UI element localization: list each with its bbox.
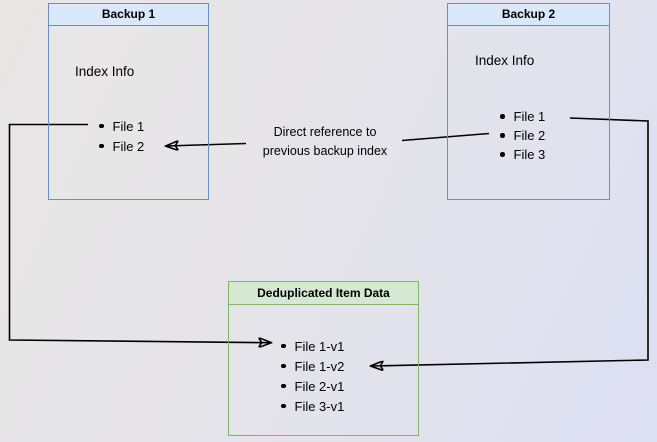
backup2-file-list: File 1 File 2 File 3 — [500, 107, 545, 164]
list-item: File 1 — [500, 107, 545, 126]
bullet-icon — [281, 383, 286, 389]
list-item: File 2 — [500, 126, 545, 145]
bullet-icon — [281, 363, 286, 369]
list-item: File 3-v1 — [281, 396, 344, 416]
list-item: File 1-v1 — [281, 336, 344, 356]
backup1-title: Backup 1 — [49, 4, 208, 26]
backup2-title: Backup 2 — [448, 4, 609, 26]
list-item: File 2 — [99, 136, 144, 156]
file-label: File 2 — [112, 138, 145, 154]
bullet-icon — [99, 143, 104, 149]
bullet-icon — [500, 114, 505, 119]
file-label: File 3-v1 — [294, 398, 345, 414]
dedup-file-list: File 1-v1 File 1-v2 File 2-v1 File 3-v1 — [281, 336, 344, 416]
bullet-icon — [500, 133, 505, 138]
list-item: File 3 — [500, 145, 545, 164]
deduplicated-item-data-node: Deduplicated Item Data File 1-v1 File 1-… — [228, 281, 419, 436]
backup2-node: Backup 2 Index Info File 1 File 2 File 3 — [447, 3, 610, 200]
list-item: File 1-v2 — [281, 356, 344, 376]
backup1-node: Backup 1 Index Info File 1 File 2 — [48, 3, 209, 200]
file-label: File 3 — [513, 147, 546, 162]
list-item: File 2-v1 — [281, 376, 344, 396]
file-label: File 2-v1 — [294, 378, 345, 394]
bullet-icon — [281, 343, 286, 349]
file-label: File 1 — [513, 109, 546, 124]
direct-reference-annotation: Direct reference to previous backup inde… — [235, 123, 415, 161]
bullet-icon — [500, 152, 505, 157]
bullet-icon — [99, 123, 104, 129]
file-label: File 2 — [513, 128, 546, 143]
backup1-index-info-label: Index Info — [75, 64, 135, 79]
backup2-index-info-label: Index Info — [475, 53, 535, 68]
annotation-line-1: Direct reference to — [273, 125, 377, 139]
backup1-file-list: File 1 File 2 — [99, 116, 144, 156]
dedup-title: Deduplicated Item Data — [229, 282, 418, 305]
bullet-icon — [281, 403, 286, 409]
annotation-line-2: previous backup index — [262, 144, 388, 158]
file-label: File 1 — [112, 118, 145, 134]
file-label: File 1-v2 — [294, 358, 345, 374]
list-item: File 1 — [99, 116, 144, 136]
file-label: File 1-v1 — [294, 338, 345, 354]
